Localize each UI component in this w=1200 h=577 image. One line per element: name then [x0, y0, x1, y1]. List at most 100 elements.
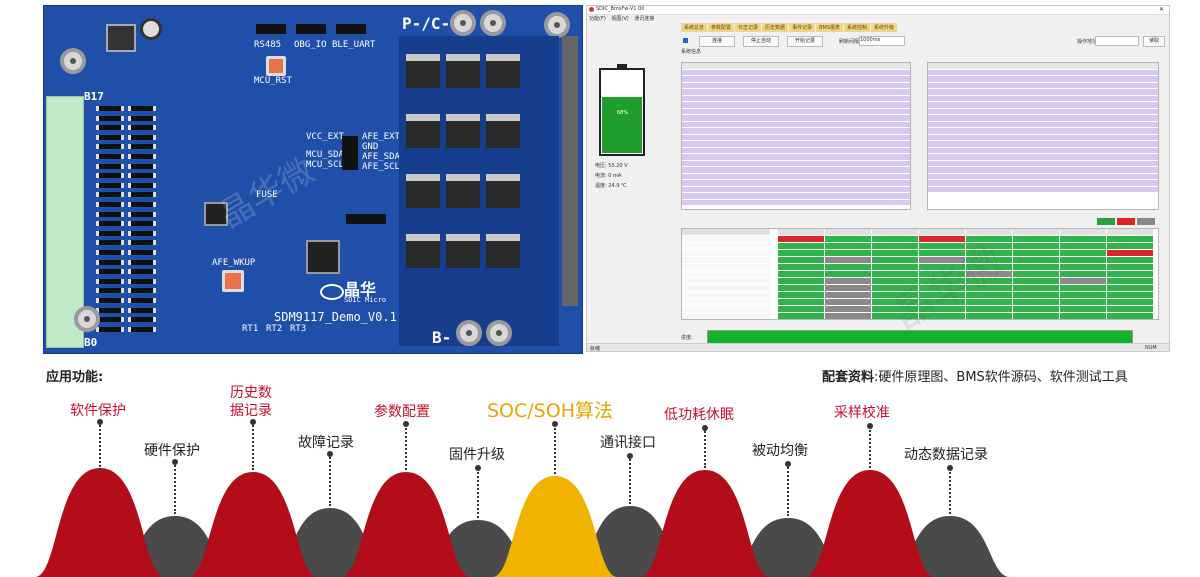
label-software-protection: 软件保护	[70, 403, 126, 419]
grid-cell	[1060, 243, 1106, 249]
read-button[interactable]: 读取	[1143, 36, 1165, 47]
tab-params[interactable]: 参数配置	[708, 23, 735, 32]
status-red-button[interactable]	[1117, 218, 1135, 225]
interval-select[interactable]: 1000ms	[859, 36, 905, 46]
stop-auto-button[interactable]: 停止自动	[743, 36, 779, 47]
grid-cell	[1107, 236, 1153, 242]
grid-row-label	[682, 257, 770, 263]
table-header	[928, 63, 1158, 70]
tab-events[interactable]: 事件记录	[789, 23, 816, 32]
tab-log[interactable]: 日志记录	[735, 23, 762, 32]
param-table-right-rows	[928, 63, 1158, 206]
resistor	[128, 250, 156, 255]
table-row	[928, 193, 1158, 200]
grid-cell	[1060, 313, 1106, 319]
grid-row	[682, 264, 1158, 270]
grid-cell	[1060, 229, 1106, 235]
rt1-label: RT1	[242, 324, 259, 334]
connector-strip	[562, 36, 578, 306]
tab-history[interactable]: 历史数据	[762, 23, 789, 32]
tab-report[interactable]: BMS报表	[816, 23, 843, 32]
mosfet	[446, 114, 480, 148]
connect-button[interactable]: 连接	[699, 36, 735, 47]
grid-cell	[872, 292, 918, 298]
mosfet	[446, 234, 480, 268]
address-select[interactable]	[1095, 36, 1139, 46]
grid-row-label	[682, 271, 770, 277]
resistor	[96, 298, 124, 303]
menu-view[interactable]: 视图(V)	[611, 16, 629, 22]
table-row	[682, 199, 910, 206]
tab-upgrade[interactable]: 系统升级	[871, 23, 898, 32]
header-rs485	[256, 24, 286, 34]
label-sampling-calibration: 采样校准	[834, 405, 890, 421]
tab-control[interactable]: 系统控制	[844, 23, 871, 32]
rt2-label: RT2	[266, 324, 283, 334]
label-param-config: 参数配置	[374, 404, 430, 420]
resistor	[96, 240, 124, 246]
menu-function[interactable]: 功能(F)	[589, 16, 606, 22]
resistor	[128, 240, 156, 246]
status-green-button[interactable]	[1097, 218, 1115, 225]
tab-overview[interactable]: 系统总览	[681, 23, 708, 32]
resistor	[128, 115, 156, 121]
table-row	[928, 89, 1158, 96]
table-row	[682, 115, 910, 122]
stem-line	[869, 426, 871, 468]
resistor	[96, 259, 124, 265]
status-grey-button[interactable]	[1137, 218, 1155, 225]
grid-cell	[825, 292, 871, 298]
table-row	[682, 173, 910, 180]
feature-mountain	[341, 472, 471, 577]
record-button[interactable]: 开始记录	[787, 36, 823, 47]
grid-row-label	[682, 278, 770, 284]
mosfet	[406, 234, 440, 268]
inductor	[106, 24, 136, 52]
grid-cell	[1107, 285, 1153, 291]
mount-hole-tl	[60, 48, 86, 74]
table-row	[682, 154, 910, 161]
mosfet	[406, 54, 440, 88]
grid-cell	[1013, 236, 1059, 242]
stem-line	[405, 424, 407, 470]
grid-cell	[872, 313, 918, 319]
menu-comm[interactable]: 通讯连接	[634, 16, 655, 22]
grid-cell	[1060, 299, 1106, 305]
grid-cell	[825, 299, 871, 305]
label-hardware-protection: 硬件保护	[144, 443, 200, 459]
fuse-label: FUSE	[256, 190, 278, 200]
stem-line	[252, 422, 254, 470]
interval-label: 刷新间隔	[839, 39, 860, 45]
label-history-line1: 历史数	[230, 385, 272, 401]
label-history-line2: 据记录	[230, 403, 272, 419]
battery-cap	[617, 64, 627, 68]
gnd-label: GND	[362, 142, 379, 152]
obg-label: OBG_IO	[294, 40, 327, 50]
table-row	[682, 167, 910, 174]
grid-cell	[872, 285, 918, 291]
grid-cell	[1060, 292, 1106, 298]
rt3-label: RT3	[290, 324, 307, 334]
grid-cell	[966, 243, 1012, 249]
grid-cell	[1060, 264, 1106, 270]
grid-row	[682, 257, 1158, 263]
mcu-reset-button	[266, 56, 286, 76]
table-row	[928, 82, 1158, 89]
battery-voltage: 电压: 55.20 V	[595, 163, 628, 169]
grid-row	[682, 229, 1158, 235]
status-bar: 就绪 NUM	[587, 343, 1169, 351]
grid-row	[682, 313, 1158, 319]
pcb-board-photo: B17 B0 RS485 OBG_IO BLE_UART MCU_RST VCC…	[43, 5, 583, 354]
table-row	[682, 108, 910, 115]
grid-cell	[919, 229, 965, 235]
grid-cell	[1060, 257, 1106, 263]
address-label: 操作地址	[1077, 39, 1098, 45]
resistor	[96, 211, 124, 217]
mosfet	[406, 174, 440, 208]
close-icon[interactable]: ✕	[1159, 6, 1165, 13]
checkbox[interactable]	[683, 38, 688, 43]
grid-cell	[1107, 271, 1153, 277]
grid-cell	[966, 299, 1012, 305]
resistor	[128, 173, 156, 179]
